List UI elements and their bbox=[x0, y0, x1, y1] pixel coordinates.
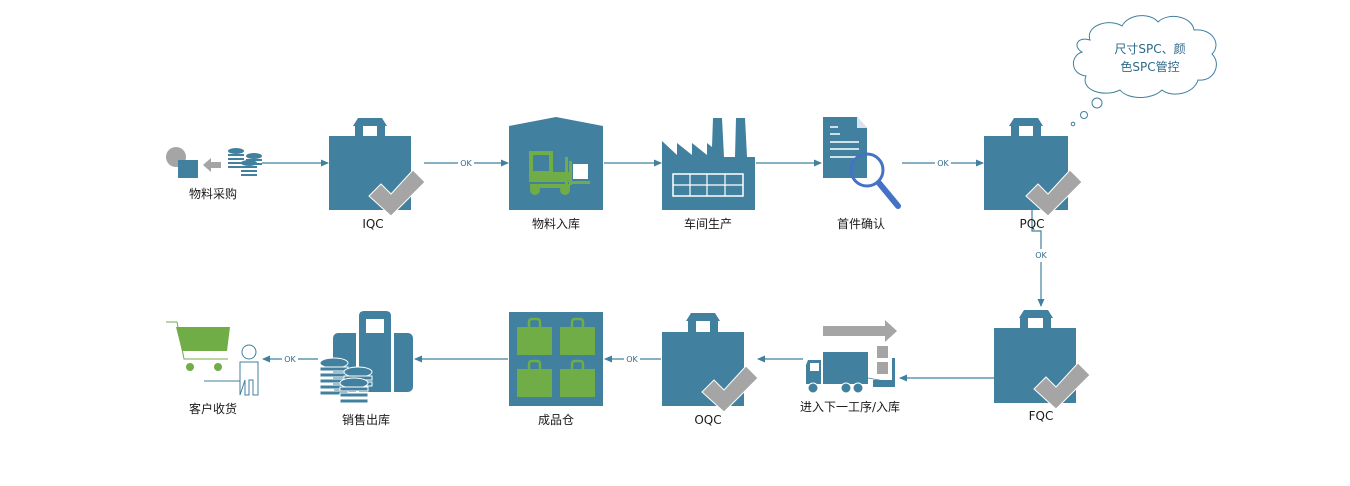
node-production[interactable]: 车间生产 bbox=[662, 118, 755, 231]
document-search-icon bbox=[823, 117, 901, 209]
warehouse-forklift-icon bbox=[509, 117, 603, 210]
checked-bag-icon bbox=[994, 310, 1091, 410]
node-sales-out[interactable]: 销售出库 bbox=[319, 311, 413, 427]
checked-bag-icon bbox=[329, 118, 426, 217]
edge-label-ok: OK bbox=[284, 355, 296, 364]
suitcase-coins-icon bbox=[319, 311, 413, 404]
node-pqc[interactable]: PQC bbox=[984, 118, 1083, 231]
node-label: PQC bbox=[1019, 217, 1044, 231]
node-fg-warehouse[interactable]: 成品仓 bbox=[509, 312, 603, 427]
node-customer[interactable]: 客户收货 bbox=[166, 321, 259, 416]
node-fqc[interactable]: FQC bbox=[994, 310, 1091, 423]
node-oqc[interactable]: OQC bbox=[662, 313, 759, 427]
edge-oqc-fg-warehouse: OK bbox=[604, 355, 661, 364]
edge-label-ok: OK bbox=[1035, 251, 1047, 260]
spc-callout-cloud: 尺寸SPC、颜 色SPC管控 bbox=[1070, 15, 1217, 127]
edge-first-article-pqc: OK bbox=[902, 159, 984, 168]
checked-bag-icon bbox=[984, 118, 1083, 217]
bags-grid-icon bbox=[509, 312, 603, 406]
edge-pqc-fqc: OK bbox=[1031, 210, 1048, 307]
node-label: IQC bbox=[362, 217, 383, 231]
factory-icon bbox=[662, 118, 755, 210]
node-next-process[interactable]: 进入下一工序/入库 bbox=[800, 320, 900, 414]
node-label: 成品仓 bbox=[538, 413, 574, 427]
edge-label-ok: OK bbox=[460, 159, 472, 168]
cart-person-icon bbox=[166, 321, 259, 396]
node-first-article[interactable]: 首件确认 bbox=[823, 117, 901, 231]
node-label: OQC bbox=[694, 413, 721, 427]
node-label: 进入下一工序/入库 bbox=[800, 399, 900, 414]
node-label: 物料入库 bbox=[532, 216, 580, 231]
node-label: FQC bbox=[1029, 409, 1054, 423]
node-label: 客户收货 bbox=[189, 401, 237, 416]
node-label: 物料采购 bbox=[189, 186, 237, 201]
callout-line-2: 色SPC管控 bbox=[1120, 59, 1179, 74]
node-iqc[interactable]: IQC bbox=[329, 118, 426, 231]
procurement-icon bbox=[166, 147, 262, 178]
node-purchase[interactable]: 物料采购 bbox=[166, 147, 262, 201]
edge-iqc-material-in: OK bbox=[424, 159, 509, 168]
callout-line-1: 尺寸SPC、颜 bbox=[1114, 41, 1185, 56]
edge-label-ok: OK bbox=[937, 159, 949, 168]
node-material-in[interactable]: 物料入库 bbox=[509, 117, 603, 231]
node-label: 销售出库 bbox=[342, 412, 390, 427]
checked-bag-icon bbox=[662, 313, 759, 413]
node-label: 首件确认 bbox=[837, 217, 885, 231]
edge-label-ok: OK bbox=[626, 355, 638, 364]
node-label: 车间生产 bbox=[684, 216, 732, 231]
truck-icon bbox=[806, 320, 897, 394]
edge-sales-out-customer: OK bbox=[262, 355, 318, 364]
